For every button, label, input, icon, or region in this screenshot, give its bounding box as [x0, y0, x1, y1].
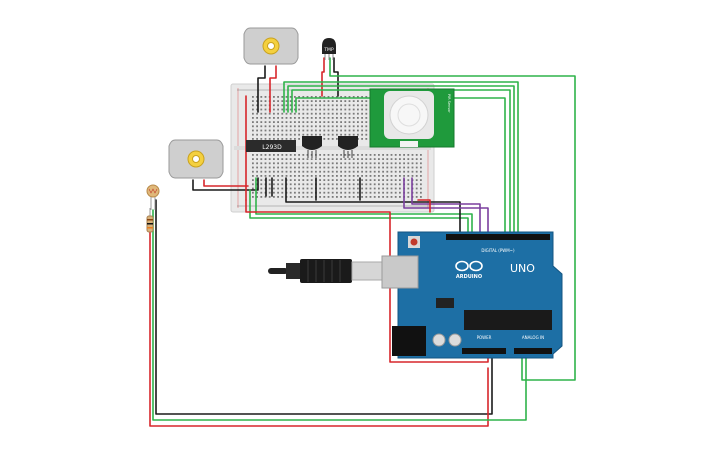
transistor-1[interactable]	[302, 136, 322, 158]
resistor[interactable]	[146, 208, 154, 233]
wire-purple-2	[411, 177, 481, 237]
wire-green-6	[249, 189, 469, 237]
digital-label: DIGITAL (PWM~)	[481, 248, 515, 253]
arduino-logo	[455, 260, 483, 272]
wire-ldr-green	[152, 209, 527, 421]
arduino-brand: ARDUINO	[456, 274, 482, 280]
wire-ldr-red	[149, 231, 489, 427]
usb-cable[interactable]	[268, 259, 385, 283]
wire-black-8	[285, 177, 461, 237]
pir-label: PIR Sensor	[447, 94, 451, 113]
power-header[interactable]	[462, 348, 506, 354]
wire-green-2	[283, 81, 519, 237]
arduino-model: UNO	[510, 262, 535, 275]
dc-motor-left[interactable]	[168, 139, 224, 179]
wire-ldr-black	[155, 199, 493, 415]
analog-label: ANALOG IN	[522, 335, 544, 340]
power-jack[interactable]	[392, 326, 426, 356]
wire-tmp-red	[321, 57, 325, 97]
wire-purple-1	[403, 177, 489, 237]
usb-port[interactable]	[381, 255, 419, 289]
tmp-label: TMP	[323, 47, 334, 53]
wire-red-pir	[417, 199, 431, 213]
digital-header[interactable]	[446, 234, 550, 240]
l293d-chip[interactable]: L293D	[246, 140, 296, 152]
photoresistor[interactable]	[146, 184, 160, 210]
wire-green-1	[329, 57, 576, 381]
wire-green-3	[287, 85, 515, 237]
transistor-2[interactable]	[338, 136, 358, 158]
ic-label: L293D	[262, 144, 282, 151]
analog-header[interactable]	[514, 348, 552, 354]
wire-motor2-black	[192, 177, 259, 191]
wire-motor1-black	[257, 65, 266, 113]
atmega-chip	[464, 310, 552, 330]
pir-sensor[interactable]: PIR Sensor	[369, 88, 455, 148]
wire-motor2-red	[203, 179, 249, 187]
temperature-sensor[interactable]: TMP	[322, 38, 336, 60]
wire-tmp-black	[333, 57, 339, 97]
wire-motor1-red	[269, 65, 277, 113]
dc-motor-top[interactable]	[243, 27, 299, 65]
arduino-uno-board[interactable]: DIGITAL (PWM~) ARDUINO UNO POWER ANALOG …	[381, 231, 563, 359]
power-label: POWER	[477, 335, 492, 340]
wire-green-7	[255, 177, 473, 237]
